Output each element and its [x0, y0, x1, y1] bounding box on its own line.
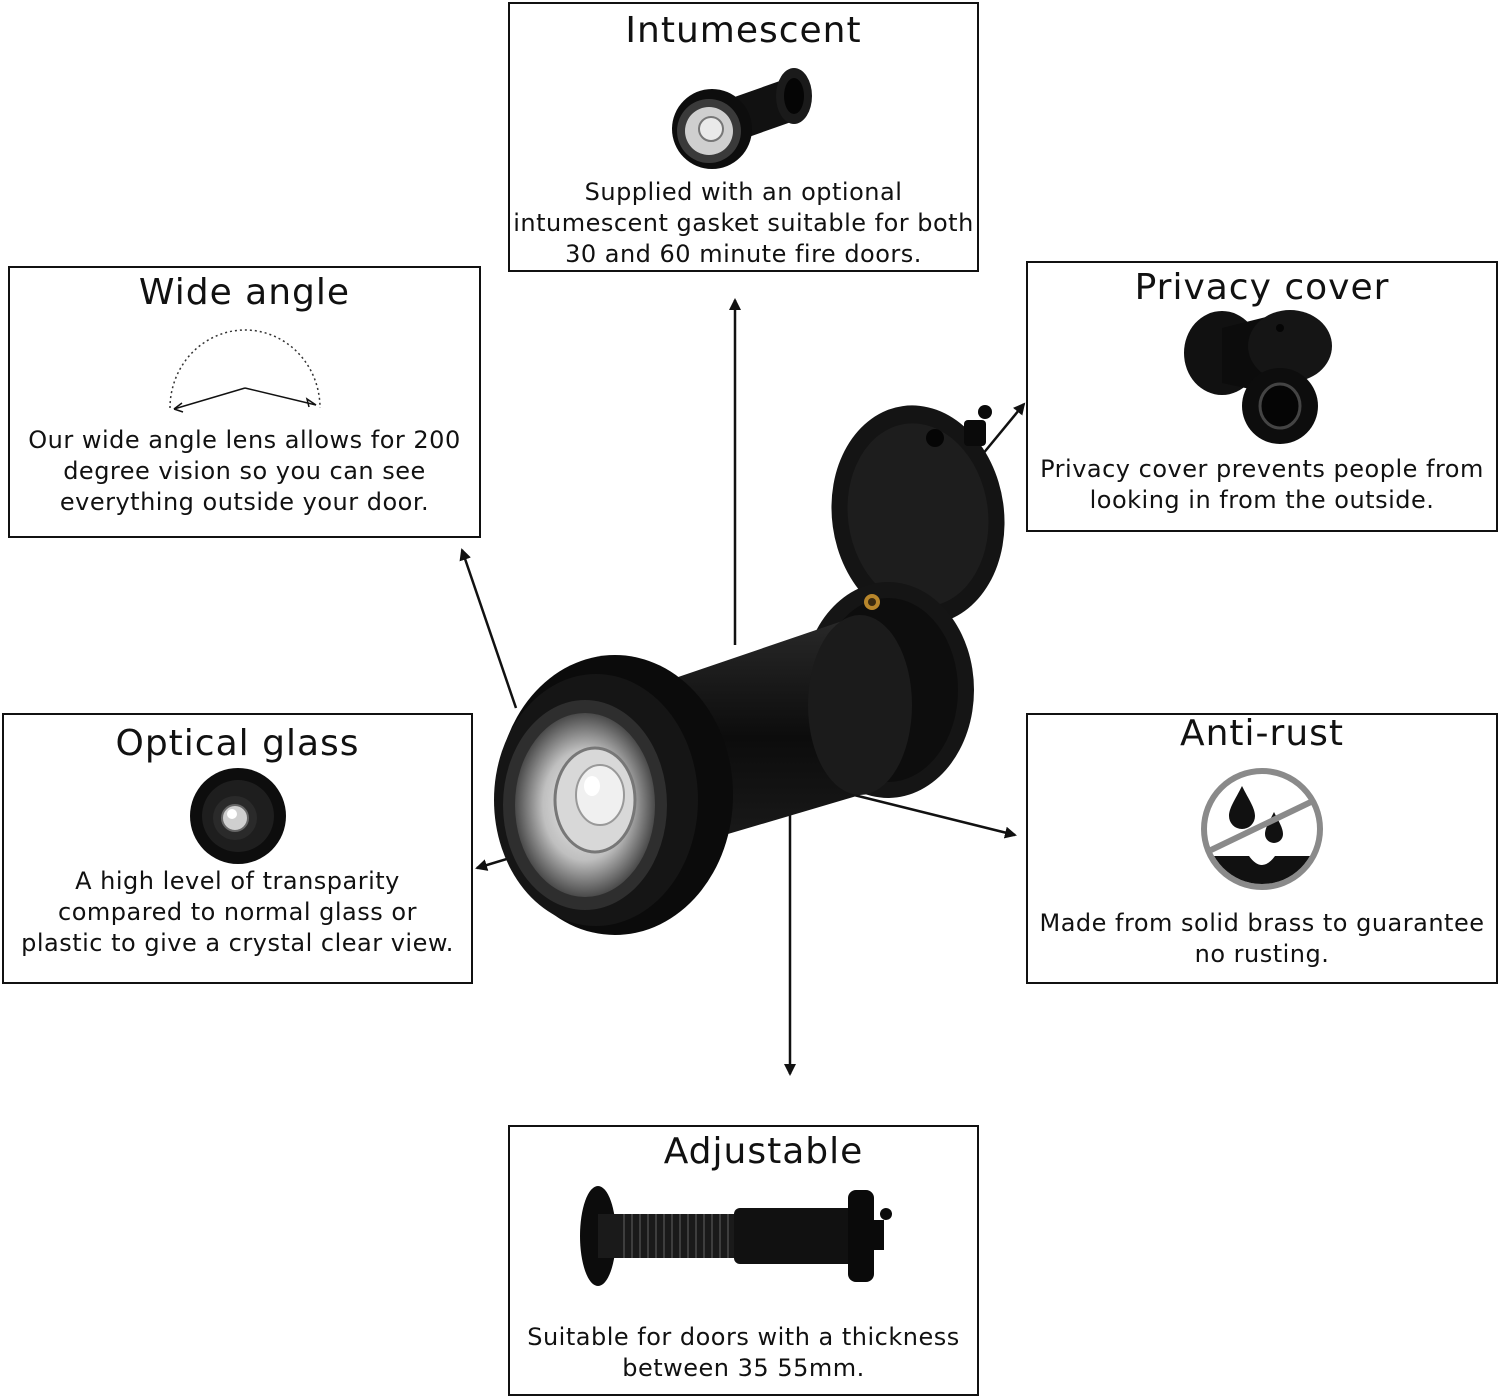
arrow-antirust — [841, 790, 1017, 839]
feature-card-privacy-cover: Privacy cover Privacy cover prevents peo… — [1026, 261, 1498, 532]
feature-card-optical-glass: Optical glass A high level of transparit… — [2, 713, 473, 984]
feature-description: A high level of transparity compared to … — [21, 867, 454, 957]
feature-title: Anti-rust — [1179, 713, 1345, 754]
feature-card-adjustable: Adjustable Suitable for doors with a thi… — [508, 1125, 979, 1396]
feature-description: Privacy cover prevents people from looki… — [1040, 455, 1484, 514]
feature-card-intumescent: Intumescent Supplied with an optional in… — [508, 2, 979, 272]
feature-title: Intumescent — [625, 10, 862, 51]
feature-description: Made from solid brass to guarantee no ru… — [1039, 909, 1485, 968]
feature-description: Supplied with an optional intumescent ga… — [513, 178, 974, 268]
adjustable-viewer-icon — [579, 1186, 892, 1286]
privacy-cover-icon — [1184, 310, 1332, 444]
arrow-privacy — [981, 402, 1026, 456]
feature-title: Adjustable — [663, 1131, 864, 1172]
feature-title: Optical glass — [115, 723, 360, 764]
feature-card-anti-rust: Anti-rust Made from solid brass to guara… — [1026, 713, 1498, 984]
door-viewer-icon — [494, 405, 1005, 935]
feature-card-wide-angle: Wide angle Our wide angle lens allows fo… — [8, 266, 481, 538]
feature-description: Our wide angle lens allows for 200 degre… — [28, 426, 461, 516]
feature-title: Privacy cover — [1134, 267, 1390, 308]
no-water-drops-icon — [1201, 768, 1323, 890]
feature-title: Wide angle — [138, 272, 351, 313]
optical-glass-lens-icon — [189, 768, 286, 864]
intumescent-viewer-icon — [671, 68, 812, 169]
feature-description: Suitable for doors with a thickness betw… — [527, 1323, 960, 1382]
arrow-wide-angle — [459, 548, 518, 709]
wide-angle-arc-icon — [168, 329, 321, 413]
